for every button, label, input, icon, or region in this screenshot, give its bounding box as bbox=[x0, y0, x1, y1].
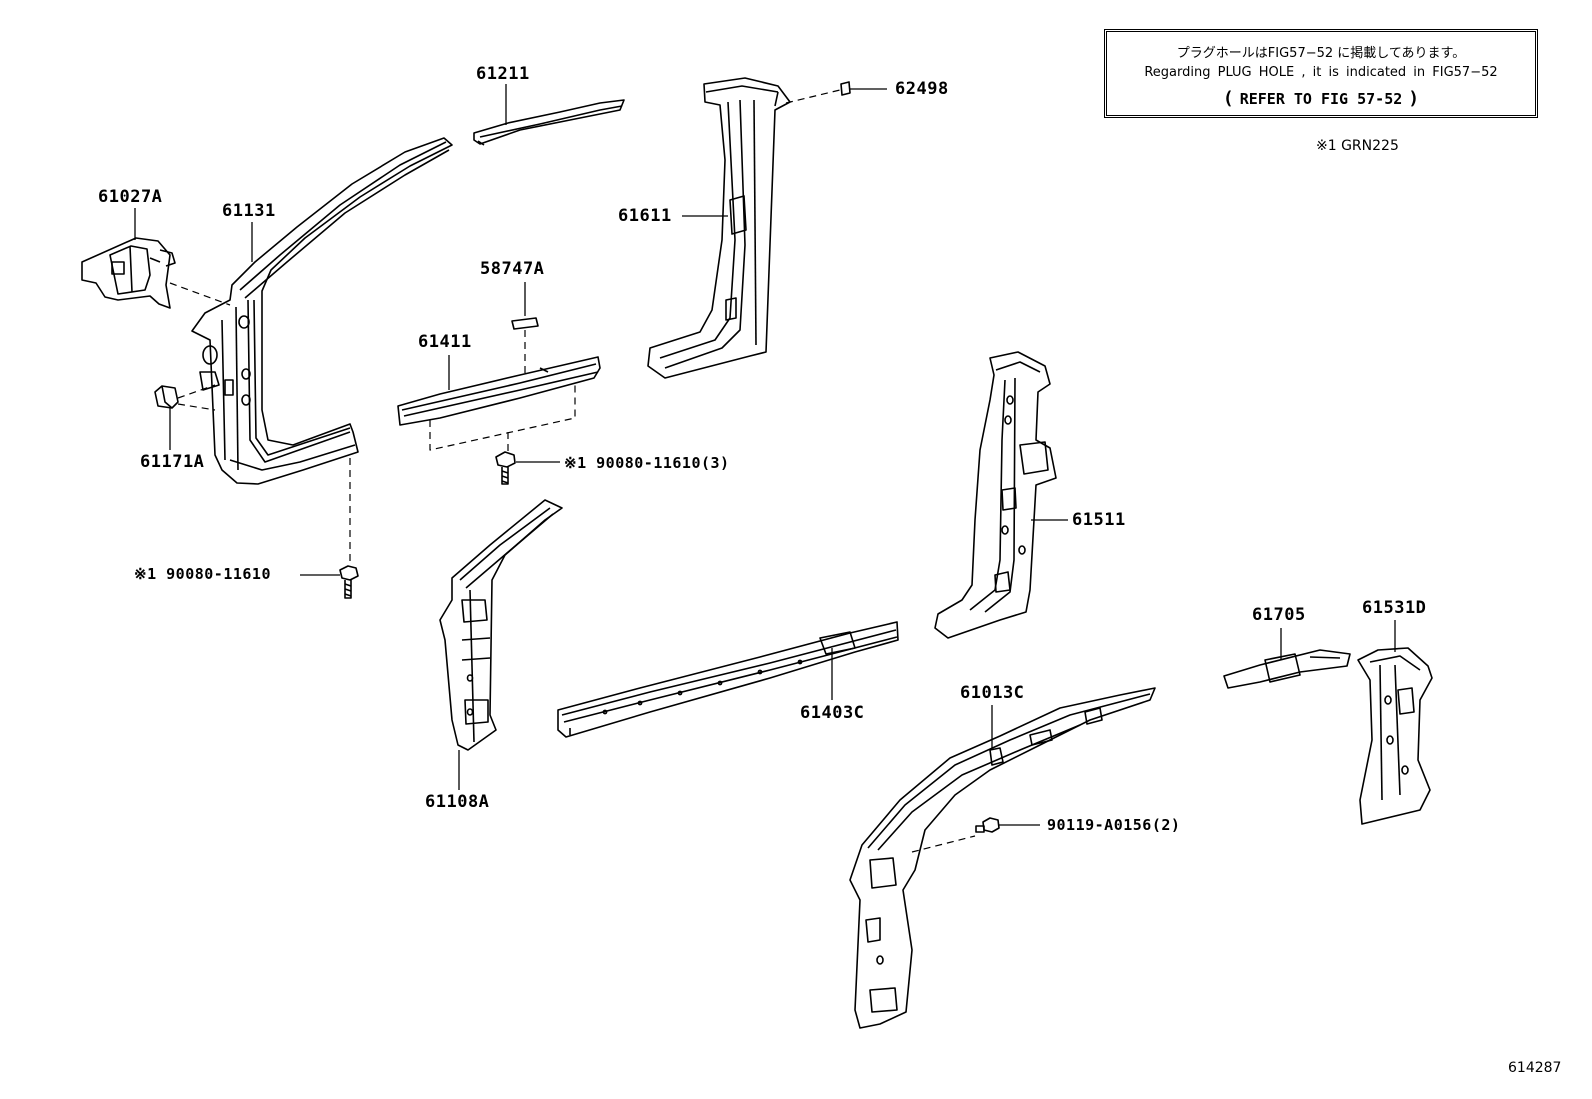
part-61131-drawing bbox=[191, 137, 453, 485]
note-paren-open: ( bbox=[1222, 88, 1234, 109]
part-61027A-drawing bbox=[81, 237, 176, 309]
label-61611: 61611 bbox=[618, 206, 672, 226]
note-line-english: Regarding PLUG HOLE , it is indicated in… bbox=[1144, 65, 1498, 80]
label-90080-11610-3: ※1 90080-11610(3) bbox=[564, 454, 730, 472]
note-paren-close: ) bbox=[1408, 88, 1420, 109]
part-61013C-drawing bbox=[849, 687, 1156, 1029]
label-61411: 61411 bbox=[418, 332, 472, 352]
label-58747A: 58747A bbox=[480, 259, 545, 279]
footnote-grn225: ※1 GRN225 bbox=[1316, 138, 1399, 154]
label-90119-A0156: 90119-A0156(2) bbox=[1047, 816, 1181, 834]
label-61211: 61211 bbox=[476, 64, 530, 84]
part-61611-drawing bbox=[647, 77, 791, 379]
bolt-90080-drawing bbox=[339, 565, 359, 599]
plug-hole-note: プラグホールはFIG57−52 に掲載してあります。 Regarding PLU… bbox=[1104, 29, 1538, 118]
label-61511: 61511 bbox=[1072, 510, 1126, 530]
part-61403C-drawing bbox=[557, 621, 899, 738]
part-61171A-guide bbox=[177, 384, 216, 411]
part-61013C-guide bbox=[911, 835, 976, 853]
part-58747A-drawing bbox=[511, 317, 539, 330]
label-61013C: 61013C bbox=[960, 683, 1025, 703]
part-61511-drawing bbox=[934, 351, 1057, 639]
bolt-90080-3-drawing bbox=[495, 451, 516, 485]
part-61108A-drawing bbox=[439, 499, 563, 751]
note-line-japanese: プラグホールはFIG57−52 に掲載してあります。 bbox=[1176, 46, 1466, 61]
label-61171A: 61171A bbox=[140, 452, 205, 472]
part-61171A-drawing bbox=[154, 385, 179, 409]
label-61705: 61705 bbox=[1252, 605, 1306, 625]
part-61211-drawing bbox=[473, 99, 625, 146]
part-62498-drawing bbox=[840, 81, 851, 96]
part-61705-drawing bbox=[1223, 649, 1351, 689]
label-61131: 61131 bbox=[222, 201, 276, 221]
part-61411-guide bbox=[429, 385, 576, 452]
figure-number: 614287 bbox=[1508, 1060, 1562, 1076]
note-refer-text: REFER TO FIG 57-52 bbox=[1239, 90, 1403, 108]
label-61108A: 61108A bbox=[425, 792, 490, 812]
label-61403C: 61403C bbox=[800, 703, 865, 723]
part-62498-guide bbox=[785, 89, 841, 104]
bolt-90119-drawing bbox=[975, 817, 1000, 833]
part-61411-drawing bbox=[397, 356, 601, 426]
note-refer-line: ( REFER TO FIG 57-52) bbox=[1107, 88, 1535, 109]
label-62498: 62498 bbox=[895, 79, 949, 99]
label-61531D: 61531D bbox=[1362, 598, 1427, 618]
label-61027A: 61027A bbox=[98, 187, 163, 207]
label-90080-11610: ※1 90080-11610 bbox=[134, 565, 271, 583]
part-61027A-guide bbox=[169, 282, 231, 306]
part-61531D-drawing bbox=[1357, 647, 1433, 825]
